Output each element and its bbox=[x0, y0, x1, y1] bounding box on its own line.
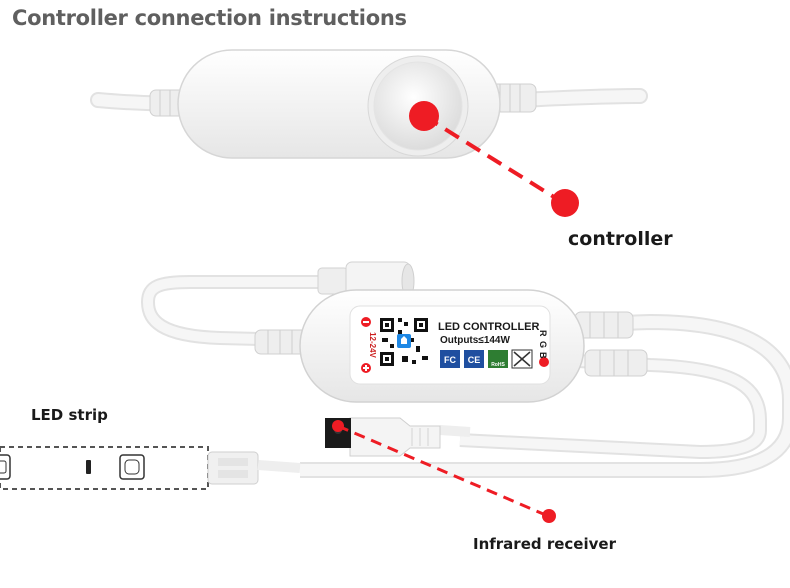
ir-receiver bbox=[325, 417, 471, 457]
rgb-controller-assembly: 12-24V LED CONTROLLER Outputs≤144W R G B… bbox=[140, 261, 790, 478]
svg-text:RoHS: RoHS bbox=[491, 362, 505, 368]
page-title: Controller connection instructions bbox=[12, 6, 407, 30]
infrared-receiver-label: Infrared receiver bbox=[473, 535, 616, 553]
led-strip bbox=[0, 446, 301, 490]
channel-g: G bbox=[538, 341, 548, 348]
svg-text:CE: CE bbox=[468, 355, 481, 365]
qr-code-icon bbox=[378, 316, 430, 368]
crossed-bin-icon bbox=[511, 349, 533, 369]
voltage-label: 12-24V bbox=[368, 332, 377, 358]
controller-callout-marker bbox=[409, 101, 579, 217]
controller-label: controller bbox=[568, 228, 673, 250]
ir-connector bbox=[349, 417, 441, 457]
device-output-rating: Outputs≤144W bbox=[440, 335, 510, 346]
rohs-mark-icon: RoHS bbox=[488, 350, 508, 368]
led-strip-label: LED strip bbox=[31, 406, 108, 424]
svg-text:FC: FC bbox=[444, 355, 456, 365]
ir-callout-marker bbox=[332, 420, 556, 523]
device-name: LED CONTROLLER bbox=[438, 321, 539, 333]
channel-r: R bbox=[538, 330, 548, 337]
fc-mark-icon: FC bbox=[440, 350, 460, 368]
ce-mark-icon: CE bbox=[464, 350, 484, 368]
inline-controller bbox=[90, 49, 648, 159]
channel-b: B bbox=[538, 352, 548, 359]
polarity-dot-icon bbox=[539, 357, 549, 367]
